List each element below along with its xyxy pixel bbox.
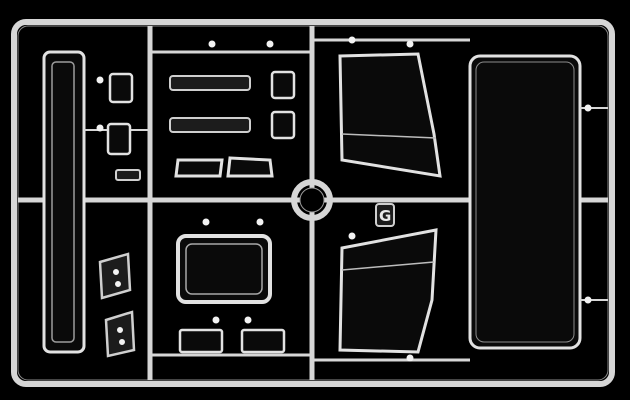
attach-pin-4	[406, 354, 414, 362]
light-bar-long-inner	[51, 61, 75, 343]
windshield-pane-edge	[475, 61, 575, 343]
attach-pin-6	[584, 104, 592, 112]
lens-dot-2	[115, 281, 121, 287]
small-pane-bottom-left	[178, 328, 224, 354]
lens-dot-3	[117, 327, 123, 333]
windshield-pane	[468, 54, 582, 350]
attach-pin-10	[256, 218, 264, 226]
attach-pin-5	[584, 296, 592, 304]
sprue-letter-tab	[375, 203, 395, 227]
attach-pin-1	[348, 36, 356, 44]
center-hub-ring	[291, 179, 333, 221]
center-hub-hole	[299, 187, 325, 213]
attach-pin-9	[202, 218, 210, 226]
mirror-glass-top-left	[108, 72, 134, 104]
attach-pin-7	[208, 40, 216, 48]
sprue-frame	[11, 19, 615, 387]
sprue-letter: G	[379, 207, 391, 225]
door-window-upper-seam	[341, 133, 437, 139]
small-lens-left	[115, 169, 141, 181]
attach-pin-3	[348, 232, 356, 240]
attach-pin-2	[406, 40, 414, 48]
rear-window-pane	[185, 243, 263, 295]
door-window-lower-seam	[341, 261, 435, 271]
attach-pin-8	[266, 40, 274, 48]
mirror-glass-center-lower	[270, 110, 296, 140]
marker-strip-lower	[169, 117, 251, 133]
mirror-glass-mid-left	[106, 122, 132, 156]
headlight-lens-left	[174, 158, 224, 178]
attach-pin-11	[212, 316, 220, 324]
marker-strip-upper	[169, 75, 251, 91]
lens-dot-1	[113, 269, 119, 275]
attach-pin-12	[244, 316, 252, 324]
tail-light-cluster-upper	[98, 252, 132, 300]
door-window-lower	[338, 228, 438, 354]
rear-window-frame	[176, 234, 272, 304]
attach-pin-13	[96, 76, 104, 84]
light-bar-long	[42, 50, 86, 354]
door-window-upper	[338, 52, 442, 178]
small-pane-bottom-right	[240, 328, 286, 354]
tail-light-cluster-lower	[104, 310, 136, 358]
headlight-lens-right	[226, 156, 274, 178]
mirror-glass-center-upper	[270, 70, 296, 100]
attach-pin-14	[96, 124, 104, 132]
lens-dot-4	[119, 339, 125, 345]
